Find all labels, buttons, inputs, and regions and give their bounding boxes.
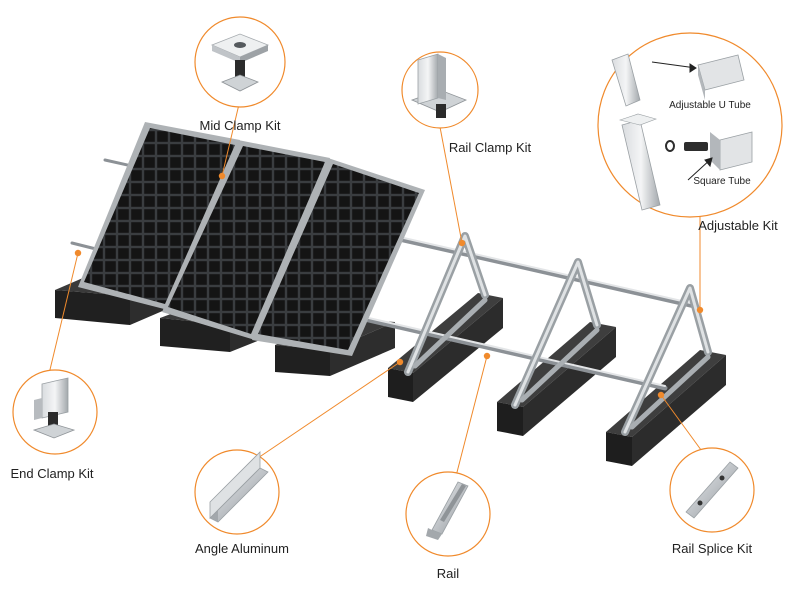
leader-lines <box>47 99 713 481</box>
triangle-frames <box>404 232 712 436</box>
label-adjustable-u-tube: Adjustable U Tube <box>669 100 751 111</box>
end-clamp-image <box>32 377 76 439</box>
rail-image <box>426 481 469 540</box>
label-angle-aluminum: Angle Aluminum <box>195 541 289 556</box>
rail-clamp-image <box>410 53 468 118</box>
washer-icon <box>665 140 675 152</box>
callout-mid-clamp-kit: Mid Clamp Kit <box>194 16 286 133</box>
label-adjustable-kit: Adjustable Kit <box>698 218 778 233</box>
bolt-icon <box>684 142 708 151</box>
rail-lower <box>357 315 668 391</box>
solar-panel <box>252 158 425 356</box>
triangle-frame <box>621 284 712 436</box>
angle-aluminum-image <box>209 451 269 523</box>
ballast-blocks <box>55 262 726 466</box>
label-rail: Rail <box>437 566 460 581</box>
solar-panels <box>78 122 425 356</box>
solar-panel <box>162 140 330 340</box>
rail-splice-image <box>685 461 739 519</box>
callout-adjustable-kit: Adjustable U Tube Square Tube Adjustable… <box>597 32 783 233</box>
adjustable-u-tube-image <box>611 53 745 107</box>
triangle-frame <box>511 258 601 409</box>
callout-rail-clamp-kit: Rail Clamp Kit <box>401 51 532 155</box>
square-tube-image <box>618 113 753 211</box>
leader-dots <box>74 172 704 399</box>
solar-panel <box>78 122 240 310</box>
ballast-block <box>497 322 616 436</box>
label-end-clamp-kit: End Clamp Kit <box>10 466 93 481</box>
rail-upper <box>392 235 698 309</box>
adjustable-arrows <box>651 61 713 181</box>
callout-rail: Rail <box>405 471 491 581</box>
label-square-tube: Square Tube <box>693 176 751 187</box>
rails <box>70 158 698 391</box>
triangle-frame <box>404 232 489 376</box>
label-rail-splice-kit: Rail Splice Kit <box>672 541 753 556</box>
callout-end-clamp-kit: End Clamp Kit <box>10 369 98 481</box>
label-mid-clamp-kit: Mid Clamp Kit <box>200 118 281 133</box>
label-rail-clamp-kit: Rail Clamp Kit <box>449 140 532 155</box>
callout-rail-splice-kit: Rail Splice Kit <box>669 447 755 556</box>
mid-clamp-image <box>210 33 270 92</box>
callout-angle-aluminum: Angle Aluminum <box>194 449 289 556</box>
